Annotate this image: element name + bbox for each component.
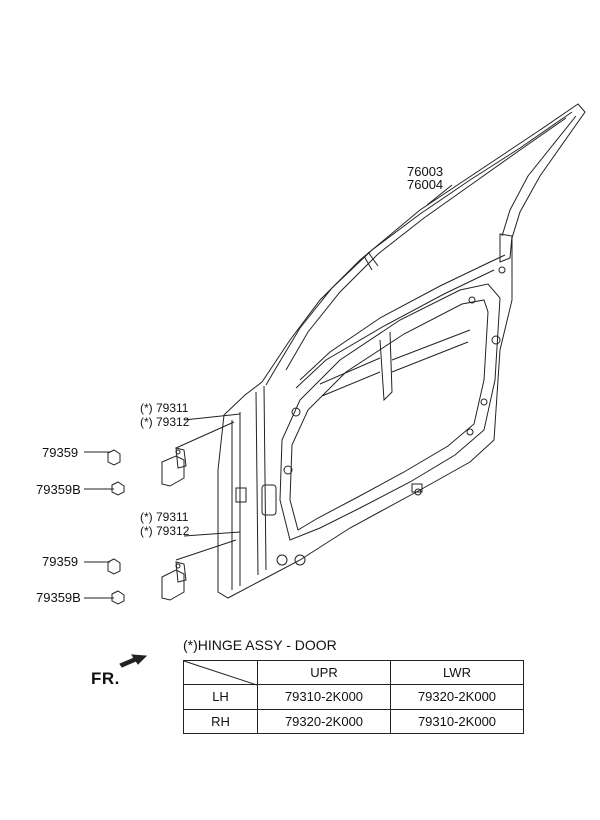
part-label-lower-79312: (*) 79312 [140,524,190,538]
part-label-upper-79359b: 79359B [36,482,81,497]
part-label-upper-79312: (*) 79312 [140,415,190,429]
inner-panel-opening [235,233,513,566]
hinge-assy-note: (*)HINGE ASSY - DOOR [183,637,337,653]
table-side-lh: LH [183,684,258,710]
part-label-76003: 76003 [407,164,444,179]
part-label-lower-79311: (*) 79311 [140,510,189,524]
table-header-lwr: LWR [390,659,524,686]
upper-hinge [107,447,187,496]
part-label-upper-79311: (*) 79311 [140,401,189,415]
table-cell-rh-lwr: 79310-2K000 [390,708,524,735]
table-header-upr: UPR [257,659,391,686]
leader-lines [84,184,453,599]
part-label-lower-79359b: 79359B [36,590,81,605]
front-direction-label: FR. [91,669,120,688]
lower-hinge [107,558,187,605]
door-frame [217,103,586,599]
table-header-row: UPR LWR [183,659,524,686]
table-cell-lh-upr: 79310-2K000 [257,684,391,710]
table-row: LH 79310-2K000 79320-2K000 [183,684,524,710]
part-label-76004: 76004 [407,177,444,192]
hinge-part-table: UPR LWR LH 79310-2K000 79320-2K000 RH 79… [183,659,524,735]
part-label-upper-79359: 79359 [42,445,79,460]
table-corner-cell [183,659,258,686]
table-cell-lh-lwr: 79320-2K000 [390,684,524,710]
table-cell-rh-upr: 79320-2K000 [257,708,391,735]
table-row: RH 79320-2K000 79310-2K000 [183,708,524,735]
part-label-lower-79359: 79359 [42,554,79,569]
table-side-rh: RH [183,708,258,735]
front-direction-arrow-icon [119,654,148,668]
